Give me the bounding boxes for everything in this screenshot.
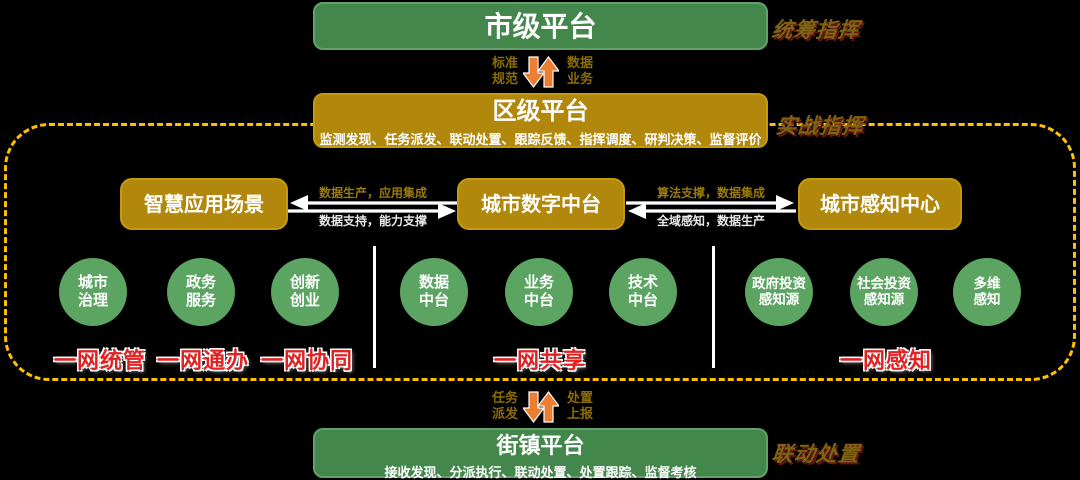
circle-gov-invest-sensing: 政府投资 感知源 (745, 258, 813, 326)
district-side-caption: 实战指挥 (774, 115, 866, 138)
city-side-caption: 统筹指挥 (770, 19, 862, 42)
city-digital-hub-box: 城市数字中台 (457, 178, 625, 230)
circle-data-hub: 数据 中台 (400, 258, 468, 326)
left-link-arrows (288, 178, 458, 234)
tag-one-net-sharing: 一网共享 (493, 348, 587, 373)
group-divider-left (373, 246, 376, 368)
city-sensing-center-box: 城市感知中心 (798, 178, 962, 230)
top-exchange-right-label: 数据 业务 (566, 55, 593, 86)
tag-one-net-collab: 一网协同 (260, 348, 354, 373)
tag-one-net-unified-mgmt: 一网统管 (53, 348, 147, 373)
circle-social-invest-sensing: 社会投资 感知源 (850, 258, 918, 326)
swap-arrows-icon (523, 388, 559, 426)
left-link-top-label: 数据生产，应用集成 (318, 186, 427, 200)
circle-gov-services: 政务 服务 (167, 258, 235, 326)
street-platform-box: 街镇平台 接收发现、分派执行、联动处置、处置跟踪、监督考核 (313, 428, 768, 480)
street-platform-subtitle: 接收发现、分派执行、联动处置、处置跟踪、监督考核 (384, 465, 697, 480)
bottom-exchange-left-label: 任务 派发 (491, 390, 518, 421)
district-platform-title: 区级平台 (492, 98, 589, 125)
district-platform-box: 区级平台 监测发现、任务派发、联动处置、跟踪反馈、指挥调度、研判决策、监督评价 (313, 93, 768, 148)
left-link-bottom-label: 数据支持，能力支撑 (318, 214, 427, 228)
group-divider-right (712, 246, 715, 368)
swap-arrows-icon (523, 53, 559, 91)
tag-one-net-sensing: 一网感知 (839, 348, 933, 373)
district-platform-subtitle: 监测发现、任务派发、联动处置、跟踪反馈、指挥调度、研判决策、监督评价 (319, 132, 762, 147)
street-platform-title: 街镇平台 (496, 433, 585, 458)
bottom-exchange-right-label: 处置 上报 (566, 390, 593, 421)
circle-innovation: 创新 创业 (271, 258, 339, 326)
smart-app-scenarios-box: 智慧应用场景 (120, 178, 288, 230)
street-side-caption: 联动处置 (770, 443, 862, 466)
circle-city-governance: 城市 治理 (59, 258, 127, 326)
circle-multi-dim-sensing: 多维 感知 (953, 258, 1021, 326)
circle-business-hub: 业务 中台 (505, 258, 573, 326)
tag-one-net-services: 一网通办 (156, 348, 250, 373)
right-link-bottom-label: 全域感知，数据生产 (656, 214, 765, 228)
right-link-top-label: 算法支撑，数据集成 (656, 186, 765, 200)
right-link-arrows (626, 178, 796, 234)
circle-tech-hub: 技术 中台 (609, 258, 677, 326)
top-exchange-left-label: 标准 规范 (491, 55, 518, 86)
city-platform-box: 市级平台 (313, 2, 768, 50)
city-platform-title: 市级平台 (484, 11, 597, 42)
